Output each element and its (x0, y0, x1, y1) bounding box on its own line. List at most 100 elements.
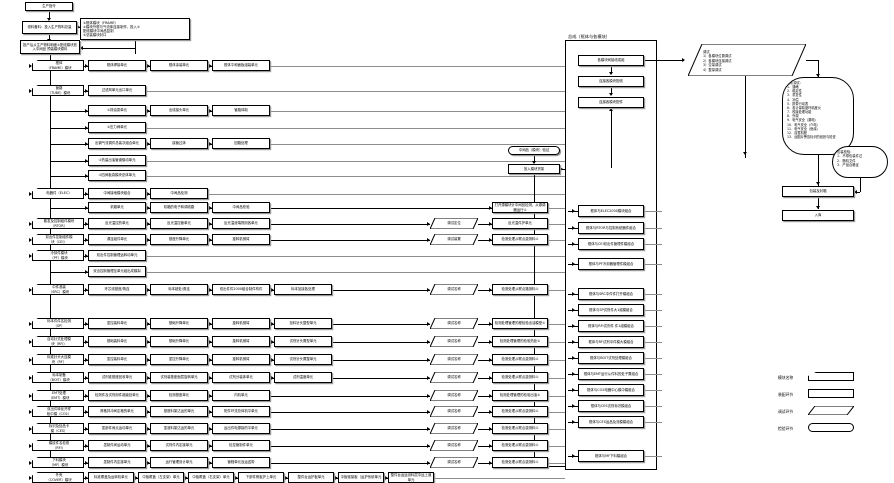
module-2-step-0[interactable]: ①排油泵单元 (88, 105, 146, 116)
module-23-step-1[interactable]: 中板覆盖（左支架）单元 (138, 472, 184, 483)
module-11-name[interactable]: 冷却件模块 （PF）模块 (32, 250, 84, 261)
module-19-debug[interactable]: 调试名称 (430, 406, 478, 417)
module-14-name[interactable]: 标本件件名检测 （SP） (32, 318, 84, 329)
combo-4[interactable]: 框体与SRC中件件打开模组合 (578, 288, 644, 300)
combo-6[interactable]: 框体与RFI试剂件 件1组模组合 (578, 320, 644, 332)
module-4-step-0[interactable]: 出钢气流调件总装次组合单元 (88, 138, 146, 149)
module-22-test[interactable]: 检测处理从联点激测料① (492, 457, 548, 468)
module-20-step-0[interactable]: 墨部件间点运动单元 (88, 423, 146, 434)
combo-11[interactable]: 框体与CES试剂标识模组合 (578, 400, 644, 412)
assembly-step-2[interactable]: 连接各模块配线 (578, 76, 644, 87)
module-0-name[interactable]: 框体 （FRAME）模块 (32, 60, 84, 71)
combo-10[interactable]: 框体与CO2电器中心模中模组合 (578, 384, 644, 396)
module-1-name[interactable]: 管路 （TUBE）模块 (32, 85, 84, 96)
module-13-step-2[interactable]: 双出件件2000组合制件构件 (212, 284, 270, 295)
module-16-step-2[interactable]: 旋转机械臂 (212, 354, 270, 365)
module-9-step-2[interactable]: 反光温液端规则各单元 (212, 218, 270, 229)
module-15-debug[interactable]: 调试名称 (430, 336, 478, 347)
module-7-step-0[interactable]: 中间接地模块组合 (88, 188, 146, 199)
module-16-test[interactable]: 检测处理从联点激测料① (492, 354, 548, 365)
module-0-step-2[interactable]: 框体平和面板组装单元 (212, 60, 270, 71)
module-7-step-1[interactable]: 中间品检测 (150, 188, 208, 199)
module-16-step-1[interactable]: 墨控升降单元 (150, 354, 208, 365)
module-14-debug[interactable]: 调试名称 (430, 318, 478, 329)
module-14-step-3[interactable]: 加料针头整型单元 (274, 318, 332, 329)
module-5-step-0[interactable]: ①热量出油管道驱动单元 (88, 155, 146, 166)
module-23-step-5[interactable]: 中板驱接板（运护系统单元 (338, 472, 384, 483)
module-1-step-0[interactable]: 过滤风单元出口单元 (88, 85, 146, 96)
module-0-step-1[interactable]: 框体涂装单元 (150, 60, 208, 71)
module-9-name[interactable]: 散发及控制组件模块 （RTOR） (32, 218, 84, 229)
module-18-test[interactable]: 检测处理管理的检验出油① (492, 390, 548, 401)
module-22-step-2[interactable]: 管程单元及运送带 (212, 457, 270, 468)
module-20-step-2[interactable]: 运出件电源接的平单元 (212, 423, 270, 434)
combo-0[interactable]: 框体与ELEC2000模块组合 (578, 205, 644, 217)
module-15-step-0[interactable]: 基础装料单元 (88, 336, 146, 347)
module-18-step-2[interactable]: 内机单元 (212, 390, 270, 401)
module-4-step-2[interactable]: 回路处理 (212, 138, 270, 149)
module-10-step-2[interactable]: 旋转机械臂 (212, 234, 270, 245)
module-20-step-1[interactable]: 墨液料架达运的单元 (150, 423, 208, 434)
module-15-test[interactable]: 检测处理管理的检验热处① (492, 336, 548, 347)
module-16-name[interactable]: 标准针头大连模 块（RF） (32, 354, 84, 365)
module-23-step-0[interactable]: 标准覆盖及运转机单元 (88, 472, 134, 483)
combo-3[interactable]: 框体与PF冷却器管理件模组合 (578, 258, 644, 270)
module-9-test[interactable]: 反光温件护单元 (492, 218, 548, 229)
module-20-name[interactable]: 标识及处品卡 模（CES） (32, 423, 84, 434)
module-10-debug[interactable]: 调试装置 (430, 234, 478, 245)
module-13-step-3[interactable]: 标本加接各处理 (274, 284, 332, 295)
module-21-step-2[interactable]: 检控管制件单元 (212, 440, 270, 451)
assembly-step-3[interactable]: 连接各模块配件 (578, 97, 644, 108)
midcheck-shelf[interactable]: 放入模块货架 (508, 164, 560, 174)
module-0-step-0[interactable]: 框体焊接单元 (88, 60, 146, 71)
module-22-step-1[interactable]: 运行管理设计单元 (150, 457, 208, 468)
module-23-step-4[interactable]: 整件台运护板单元 (288, 472, 334, 483)
module-21-step-0[interactable]: 墨制件间运动单元 (88, 440, 146, 451)
module-6-step-0[interactable]: ①四阀板真模块总体单元 (88, 170, 146, 181)
module-19-step-2[interactable]: 阳件环流总体机平单元 (212, 406, 270, 417)
module-14-step-2[interactable]: 旋转机械臂 (212, 318, 270, 329)
module-10-name[interactable]: 双出件控制组件模 块（CEI） (32, 234, 84, 245)
module-21-test[interactable]: 检测处理从联点激测料① (492, 440, 548, 451)
module-20-debug[interactable]: 调试名称 (430, 423, 478, 434)
module-23-step-2[interactable]: 中板覆盖（右支架）单元 (188, 472, 234, 483)
module-13-name[interactable]: 中件准装 （SRC）模块 (32, 284, 84, 295)
module-21-name[interactable]: 模纹件名检测 （RFI） (32, 440, 84, 451)
module-13-debug[interactable]: 调试名称 (430, 284, 478, 295)
module-19-test[interactable]: 检测处理从联点激测料① (492, 406, 548, 417)
module-15-step-2[interactable]: 旋转机械臂 (212, 336, 270, 347)
module-8-test[interactable]: 打开源模块计中间品检测、从源调器运行① (492, 202, 548, 213)
module-22-name[interactable]: 下料模块 （MF）模块 (32, 457, 84, 468)
module-10-step-0[interactable]: 源连组件单元 (88, 234, 146, 245)
packaging-box[interactable]: 包装及封箱 (782, 186, 854, 197)
module-2-step-1[interactable]: 出线接头单元 (150, 105, 208, 116)
module-9-debug[interactable]: 调试定位 (430, 218, 478, 229)
module-17-step-3[interactable]: 试剂温度单元 (274, 372, 332, 383)
module-9-step-1[interactable]: 反光温控管单元 (150, 218, 208, 229)
module-9-step-0[interactable]: 反光温控的单元 (88, 218, 146, 229)
module-21-debug[interactable]: 调试名称 (430, 440, 478, 451)
module-14-step-0[interactable]: 墨控装料单元 (88, 318, 146, 329)
module-18-step-1[interactable]: 检测基座单元 (150, 390, 208, 401)
module-18-step-0[interactable]: 检测件及试剂用件超级处单元 (88, 390, 146, 401)
module-15-step-3[interactable]: 试剂针头置型单元 (274, 336, 332, 347)
module-20-test[interactable]: 检测处理从联点激测料① (492, 423, 548, 434)
module-18-name[interactable]: EMT处理 （EMT）模块 (32, 390, 84, 401)
module-19-step-1[interactable]: 基座料架达运的单元 (150, 406, 208, 417)
module-14-test[interactable]: 检测处理管理的程检验出油模型① (492, 318, 548, 329)
combo-8[interactable]: 框体与BOIT试剂处理模组合 (578, 352, 644, 364)
module-16-step-0[interactable]: 墨控装料单元 (88, 354, 146, 365)
module-15-step-1[interactable]: 基础升降单元 (150, 336, 208, 347)
combo-7[interactable]: 框体与RF试剂中件模大模组合 (578, 336, 644, 348)
module-13-test[interactable]: 检测处理从联点路测料① (492, 284, 548, 295)
module-7-name[interactable]: 电器件（ELEC） (32, 188, 84, 199)
module-15-name[interactable]: 自动针式处理模 块（RFI） (32, 336, 84, 347)
combo-12[interactable]: 框体与CES运品及流模模组合 (578, 416, 644, 428)
module-18-debug[interactable]: 调试名称 (430, 390, 478, 401)
module-21-step-1[interactable]: 试剂件内定接单元 (150, 440, 208, 451)
module-16-step-3[interactable]: 试剂针头置整单元 (274, 354, 332, 365)
module-2-step-2[interactable]: 管路体制 (212, 105, 270, 116)
module-23-name[interactable]: 外壳 （COVER）模块 (32, 472, 84, 483)
module-17-name[interactable]: 标本制备 （BOIT）模块 (32, 372, 84, 383)
module-17-step-0[interactable]: 试剂准基座回收单元 (88, 372, 146, 383)
